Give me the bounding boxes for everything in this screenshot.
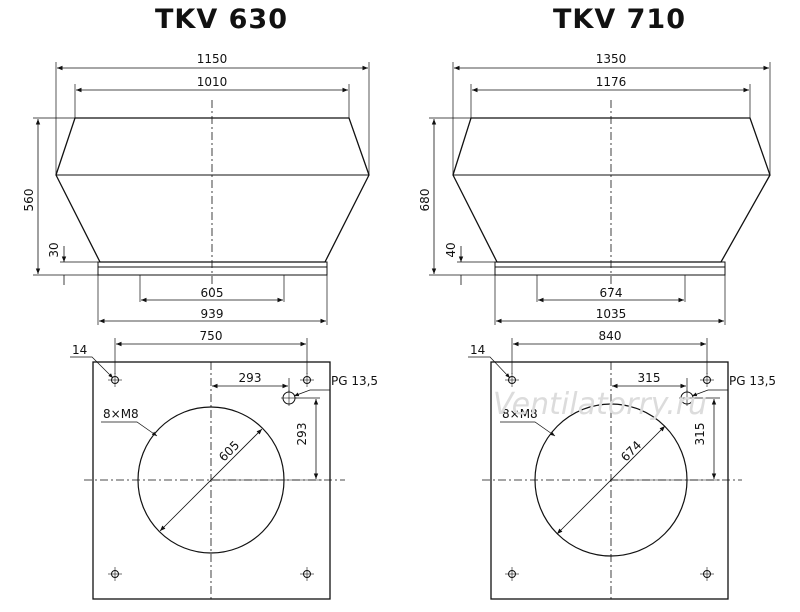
leader-gland	[293, 389, 330, 397]
dim-top-width: 1010	[197, 75, 228, 89]
mounting-plate	[92, 361, 331, 600]
leader-bolts	[101, 421, 158, 437]
leader-gland	[691, 389, 728, 397]
base-flange	[97, 261, 328, 268]
tkv-630-side-view	[33, 62, 370, 325]
base-flange	[494, 261, 726, 268]
gland-label: PG 13,5	[729, 374, 776, 388]
dim-base-width: 939	[201, 307, 224, 321]
dim-circle-diameter: 605	[216, 438, 242, 464]
bolt-label: 8×M8	[502, 407, 538, 421]
dim-hole-span: 750	[200, 329, 223, 343]
dim-gland-offset-x: 293	[239, 371, 262, 385]
mounting-holes	[108, 373, 314, 581]
tkv-710-side-view	[429, 62, 771, 325]
leader-hole-diameter	[70, 356, 114, 379]
model-title-tkv-710: TKV 710	[553, 4, 686, 35]
tkv-710-plan-view	[468, 338, 742, 600]
watermark: Ventilatorry.ru	[493, 387, 707, 422]
dim-base-width: 1035	[596, 307, 627, 321]
dim-top-width: 1176	[596, 75, 627, 89]
dim-circle-diameter: 674	[618, 438, 644, 464]
leader-bolts	[500, 421, 556, 437]
tkv-630-plan-view	[70, 338, 345, 600]
dim-height: 680	[418, 189, 432, 212]
dim-inner-base: 605	[201, 286, 224, 300]
gland-label: PG 13,5	[331, 374, 378, 388]
mounting-holes	[505, 373, 714, 581]
dim-outer-width: 1150	[197, 52, 228, 66]
mounting-plate	[490, 361, 729, 600]
dim-gland-offset-y: 293	[295, 423, 309, 446]
model-title-tkv-630: TKV 630	[155, 4, 288, 35]
dim-hole-span: 840	[599, 329, 622, 343]
dim-inner-base: 674	[600, 286, 623, 300]
dim-height: 560	[22, 189, 36, 212]
dim-hole-diameter: 14	[470, 343, 485, 357]
fan-hood-body	[55, 117, 370, 263]
dim-gland-offset-y: 315	[693, 423, 707, 446]
tkv-710-side-labels: 1350 1176 680 40 674 1035	[418, 52, 626, 321]
base-plate	[494, 266, 726, 276]
dim-base-height: 30	[47, 242, 61, 257]
dim-outer-width: 1350	[596, 52, 627, 66]
dim-line-circle-diameter	[159, 428, 263, 532]
base-plate	[97, 266, 328, 276]
tkv-630-plan-labels: 750 14 293 PG 13,5 8×M8 293 605	[72, 329, 378, 464]
dim-line-circle-diameter	[556, 425, 666, 535]
leader-hole-diameter	[468, 356, 511, 379]
dim-gland-offset-x: 315	[638, 371, 661, 385]
dim-base-height: 40	[444, 242, 458, 257]
tkv-630-side-labels: 1150 1010 560 30 605 939	[22, 52, 227, 321]
dim-hole-diameter: 14	[72, 343, 87, 357]
bolt-label: 8×M8	[103, 407, 139, 421]
fan-hood-body	[452, 117, 771, 263]
